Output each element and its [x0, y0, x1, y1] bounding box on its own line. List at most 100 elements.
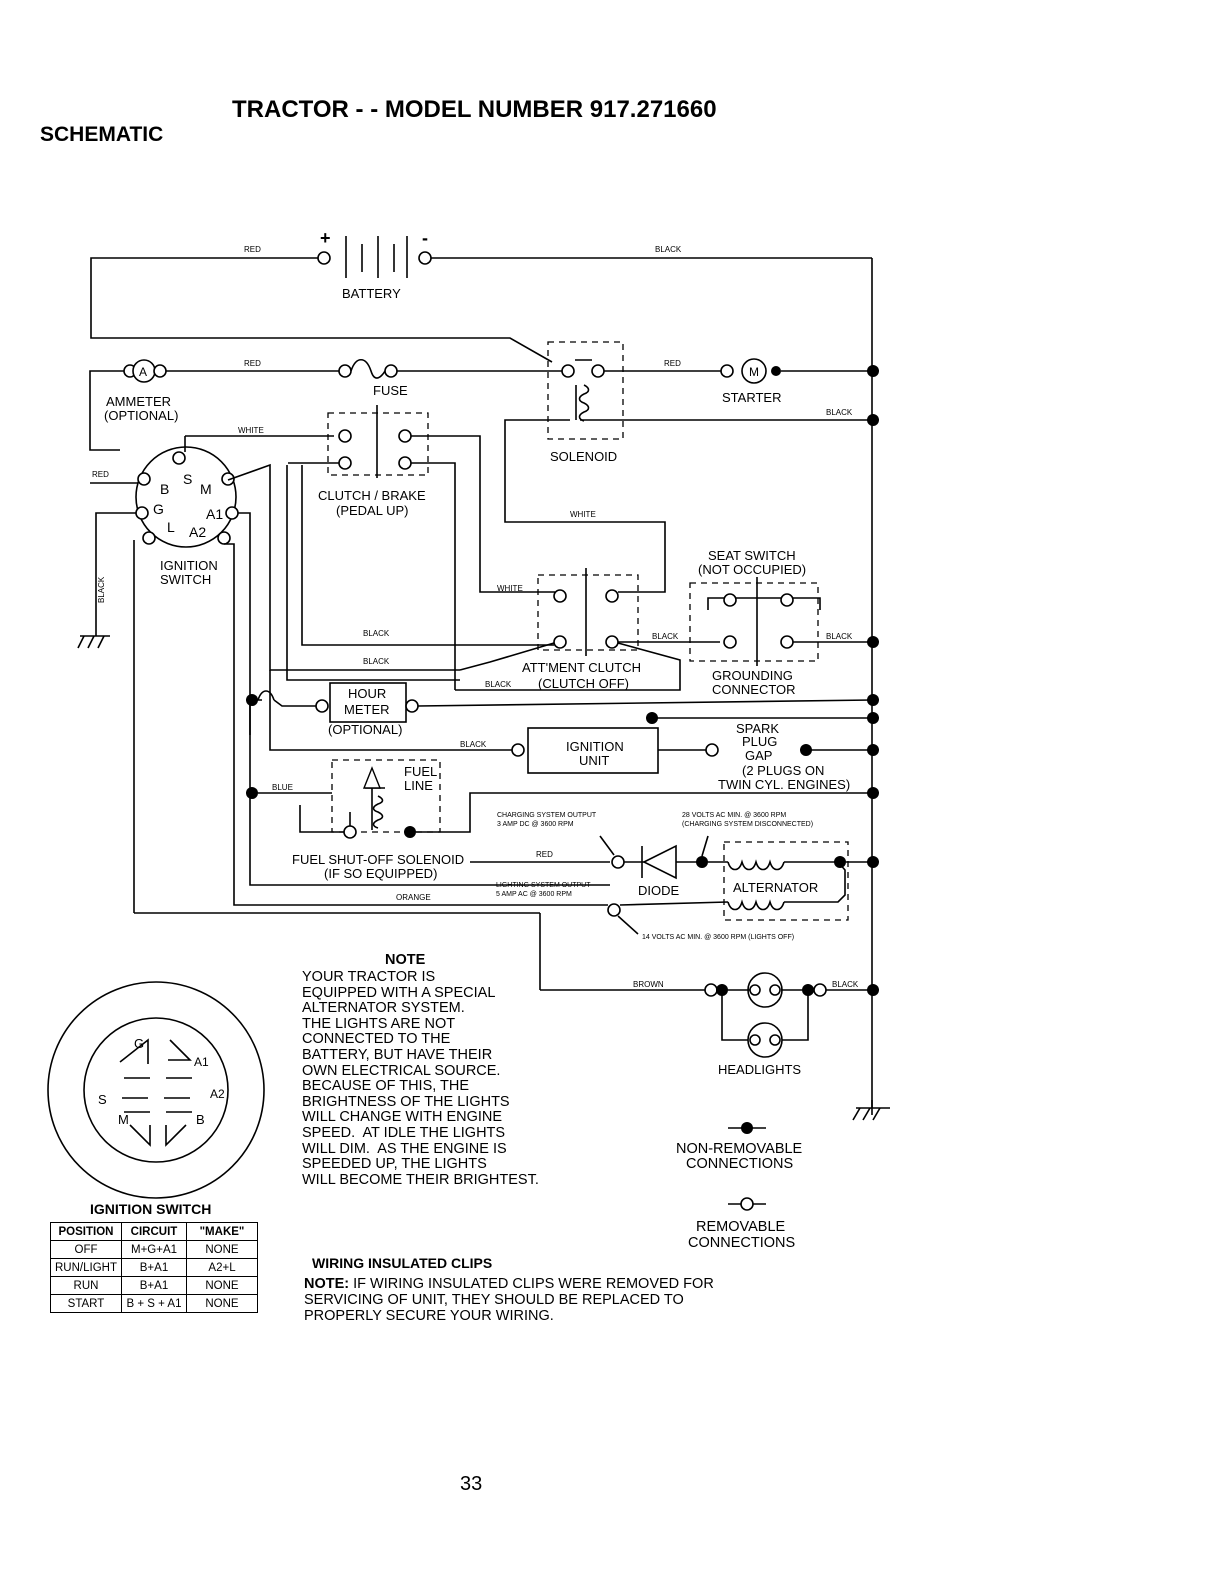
table-row: RUN/LIGHT B+A1 A2+L — [50, 1258, 258, 1277]
page-number: 33 — [460, 1473, 482, 1495]
svg-text:(CLUTCH OFF): (CLUTCH OFF) — [538, 676, 629, 691]
svg-text:(OPTIONAL): (OPTIONAL) — [328, 722, 402, 737]
section-title: SCHEMATIC — [40, 123, 163, 146]
svg-text:HOUR: HOUR — [348, 686, 386, 701]
svg-text:BLACK: BLACK — [655, 245, 682, 254]
svg-text:LINE: LINE — [404, 778, 433, 793]
svg-text:RED: RED — [244, 245, 261, 254]
table-header-row: POSITION CIRCUIT "MAKE" — [50, 1222, 258, 1241]
svg-text:5 AMP AC @ 3600 RPM: 5 AMP AC @ 3600 RPM — [496, 891, 572, 898]
table-header-cell: CIRCUIT — [121, 1222, 187, 1241]
svg-text:A1: A1 — [206, 506, 223, 522]
table-cell: B+A1 — [121, 1276, 187, 1295]
svg-text:CLUTCH / BRAKE: CLUTCH / BRAKE — [318, 488, 426, 503]
svg-text:CONNECTIONS: CONNECTIONS — [688, 1235, 795, 1251]
svg-text:A2: A2 — [210, 1087, 225, 1101]
diode: DIODE — [624, 844, 702, 898]
svg-text:28 VOLTS AC MIN. @ 3600 RPM: 28 VOLTS AC MIN. @ 3600 RPM — [682, 812, 786, 819]
ignition-unit: IGNITION UNIT BLACK — [269, 670, 659, 774]
table-row: OFF M+G+A1 NONE — [50, 1240, 258, 1259]
svg-text:BLACK: BLACK — [826, 632, 853, 641]
svg-text:(CHARGING SYSTEM DISCONNECTED): (CHARGING SYSTEM DISCONNECTED) — [682, 821, 813, 828]
svg-text:RED: RED — [92, 470, 109, 479]
svg-text:RED: RED — [244, 359, 261, 368]
svg-text:14 VOLTS AC MIN. @ 3600 RPM (L: 14 VOLTS AC MIN. @ 3600 RPM (LIGHTS OFF) — [642, 934, 794, 941]
table-cell: B + S + A1 — [121, 1294, 187, 1313]
fuel-shutoff-solenoid: BLUE FUEL LINE FUEL SHUT-OFF SOLENOID (I… — [246, 759, 464, 881]
svg-text:(2 PLUGS ON: (2 PLUGS ON — [742, 763, 824, 778]
svg-text:M: M — [200, 481, 212, 497]
ammeter: A AMMETER (OPTIONAL) — [89, 359, 178, 451]
alternator: ALTERNATOR — [708, 841, 849, 921]
svg-text:CHARGING SYSTEM OUTPUT: CHARGING SYSTEM OUTPUT — [497, 812, 597, 819]
svg-text:WHITE: WHITE — [570, 510, 596, 519]
battery: + - BATTERY RED BLACK — [90, 228, 872, 363]
svg-text:3 AMP DC @ 3600 RPM: 3 AMP DC @ 3600 RPM — [497, 821, 574, 828]
svg-text:BLACK: BLACK — [826, 408, 853, 417]
seat-switch: SEAT SWITCH (NOT OCCUPIED) — [689, 548, 821, 666]
svg-text:(PEDAL UP): (PEDAL UP) — [336, 503, 408, 518]
svg-text:METER: METER — [344, 702, 390, 717]
svg-text:S: S — [98, 1092, 107, 1107]
svg-text:SWITCH: SWITCH — [160, 572, 211, 587]
svg-text:IGNITION: IGNITION — [160, 558, 218, 573]
svg-text:A1: A1 — [194, 1055, 209, 1069]
ignition-switch: S B M G A1 L A2 IGNITION SWITCH — [135, 446, 239, 587]
svg-text:ATT'MENT CLUTCH: ATT'MENT CLUTCH — [522, 660, 641, 675]
svg-text:AMMETER: AMMETER — [106, 394, 171, 409]
svg-text:SPARK: SPARK — [736, 721, 779, 736]
table-cell: NONE — [186, 1276, 258, 1295]
table-cell: RUN — [50, 1276, 122, 1295]
svg-text:NON-REMOVABLE: NON-REMOVABLE — [676, 1141, 803, 1157]
svg-text:STARTER: STARTER — [722, 390, 781, 405]
svg-text:S: S — [183, 471, 192, 487]
svg-text:SOLENOID: SOLENOID — [550, 449, 617, 464]
svg-text:(NOT OCCUPIED): (NOT OCCUPIED) — [698, 562, 806, 577]
svg-text:PLUG: PLUG — [742, 734, 777, 749]
svg-text:M: M — [749, 365, 759, 379]
svg-text:BROWN: BROWN — [633, 980, 664, 989]
clutch-brake-switch: CLUTCH / BRAKE (PEDAL UP) — [318, 405, 429, 518]
svg-text:ORANGE: ORANGE — [396, 893, 431, 902]
ignition-switch-detail: G A1 A2 S M B IGNITION SWITCH — [47, 981, 265, 1217]
svg-text:TWIN CYL. ENGINES): TWIN CYL. ENGINES) — [718, 777, 850, 792]
battery-label: BATTERY — [342, 286, 401, 301]
svg-text:SEAT SWITCH: SEAT SWITCH — [708, 548, 796, 563]
svg-text:IGNITION SWITCH: IGNITION SWITCH — [90, 1201, 211, 1217]
svg-text:(OPTIONAL): (OPTIONAL) — [104, 408, 178, 423]
svg-text:M: M — [118, 1112, 129, 1127]
svg-text:LIGHTING SYSTEM OUTPUT: LIGHTING SYSTEM OUTPUT — [496, 882, 591, 889]
table-row: RUN B+A1 NONE — [50, 1276, 258, 1295]
starter: M STARTER — [720, 358, 781, 405]
svg-text:B: B — [196, 1112, 205, 1127]
table-cell: A2+L — [186, 1258, 258, 1277]
svg-text:BLACK: BLACK — [97, 576, 106, 603]
legend-non-removable: NON-REMOVABLE CONNECTIONS — [676, 1122, 803, 1172]
svg-text:RED: RED — [664, 359, 681, 368]
svg-text:L: L — [167, 519, 175, 535]
svg-text:ALTERNATOR: ALTERNATOR — [733, 880, 818, 895]
headlights: BLACK HEADLIGHTS — [704, 972, 872, 1077]
fuse: FUSE — [338, 358, 408, 398]
spark-plug: SPARK PLUG GAP (2 PLUGS ON TWIN CYL. ENG… — [718, 721, 850, 792]
note-text: Your tractor is equipped with a special … — [302, 969, 539, 1188]
svg-text:(IF SO EQUIPPED): (IF SO EQUIPPED) — [324, 866, 437, 881]
svg-text:IGNITION: IGNITION — [566, 739, 624, 754]
svg-text:WHITE: WHITE — [497, 584, 523, 593]
attachment-clutch-switch: ATT'MENT CLUTCH (CLUTCH OFF) — [522, 568, 641, 691]
hour-meter: HOUR METER (OPTIONAL) — [246, 682, 419, 737]
table-header-cell: POSITION — [50, 1222, 122, 1241]
svg-text:CONNECTOR: CONNECTOR — [712, 682, 796, 697]
clips-note-line1: NOTE: IF WIRING INSULATED CLIPS WERE REM… — [304, 1276, 714, 1292]
grounding-connector: GROUNDING CONNECTOR — [712, 668, 796, 697]
page-title: TRACTOR - - MODEL NUMBER 917.271660 — [232, 96, 717, 123]
clips-title: WIRING INSULATED CLIPS — [312, 1255, 492, 1271]
svg-text:HEADLIGHTS: HEADLIGHTS — [718, 1062, 801, 1077]
svg-text:FUEL SHUT-OFF SOLENOID: FUEL SHUT-OFF SOLENOID — [292, 852, 464, 867]
svg-text:RED: RED — [536, 850, 553, 859]
svg-text:BLACK: BLACK — [460, 740, 487, 749]
svg-text:G: G — [153, 501, 164, 517]
solenoid: SOLENOID — [547, 341, 624, 464]
